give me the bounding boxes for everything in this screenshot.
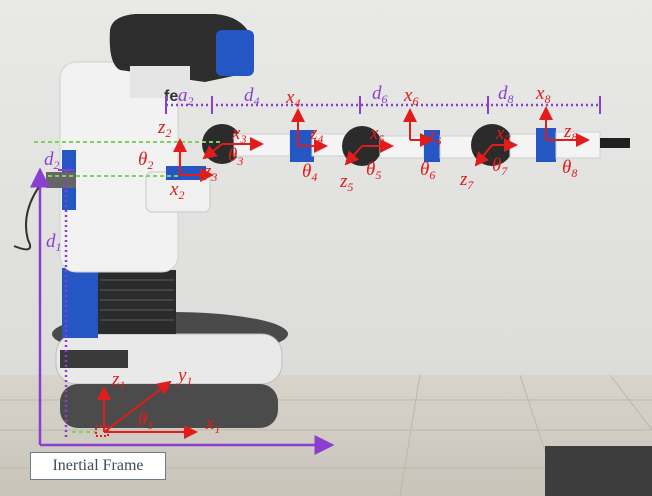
base-light xyxy=(60,350,128,368)
label-theta5: θ5 xyxy=(366,159,382,182)
label-z8: z8 xyxy=(564,121,578,144)
label-z7: z7 xyxy=(460,169,474,192)
robot-logo: fe xyxy=(164,88,178,105)
side-bracket xyxy=(46,172,76,188)
frame-axes xyxy=(95,106,590,439)
torso-blue-lower xyxy=(62,268,98,338)
base-bottom xyxy=(60,384,278,428)
shoulder-blue xyxy=(166,166,206,180)
head-blue-face xyxy=(216,30,254,76)
label-z5: z5 xyxy=(340,171,354,194)
dimension-ticks xyxy=(58,96,601,171)
label-theta4: θ4 xyxy=(302,161,318,184)
label-theta2: θ2 xyxy=(138,149,154,172)
label-z1: z1 xyxy=(112,369,126,392)
dimension-lines xyxy=(64,103,600,440)
inertial-axes xyxy=(30,167,335,455)
label-d6: d6 xyxy=(372,83,388,106)
label-d8: d8 xyxy=(498,83,514,106)
label-x4: x4 xyxy=(286,87,301,110)
label-z2: z2 xyxy=(158,117,172,140)
label-x8: x8 xyxy=(536,83,551,106)
label-d1: d1 xyxy=(46,231,62,254)
label-theta1: θ1 xyxy=(138,409,154,432)
label-theta8: θ8 xyxy=(562,157,578,180)
label-a2: a2 xyxy=(178,85,194,108)
label-x5: x5 xyxy=(370,123,385,146)
inertial-frame-caption: Inertial Frame xyxy=(30,452,166,480)
label-z6: z6 xyxy=(428,125,442,148)
label-z4: z4 xyxy=(310,123,324,146)
label-d4: d4 xyxy=(244,85,260,108)
label-z3: z3 xyxy=(204,161,218,184)
label-x1: x1 xyxy=(206,413,221,436)
label-x3: x3 xyxy=(232,123,247,146)
label-y1: y1 xyxy=(178,365,193,388)
floor-mat xyxy=(545,446,652,496)
cable xyxy=(13,179,45,251)
label-d2: d2 xyxy=(44,149,60,172)
vent-lines xyxy=(100,279,174,321)
label-theta7: θ7 xyxy=(492,155,508,178)
label-theta3: θ3 xyxy=(228,145,244,168)
label-x2: x2 xyxy=(170,179,185,202)
label-x6: x6 xyxy=(404,85,419,108)
label-x7: x7 xyxy=(496,123,511,146)
label-theta6: θ6 xyxy=(420,159,436,182)
neck xyxy=(130,66,190,98)
